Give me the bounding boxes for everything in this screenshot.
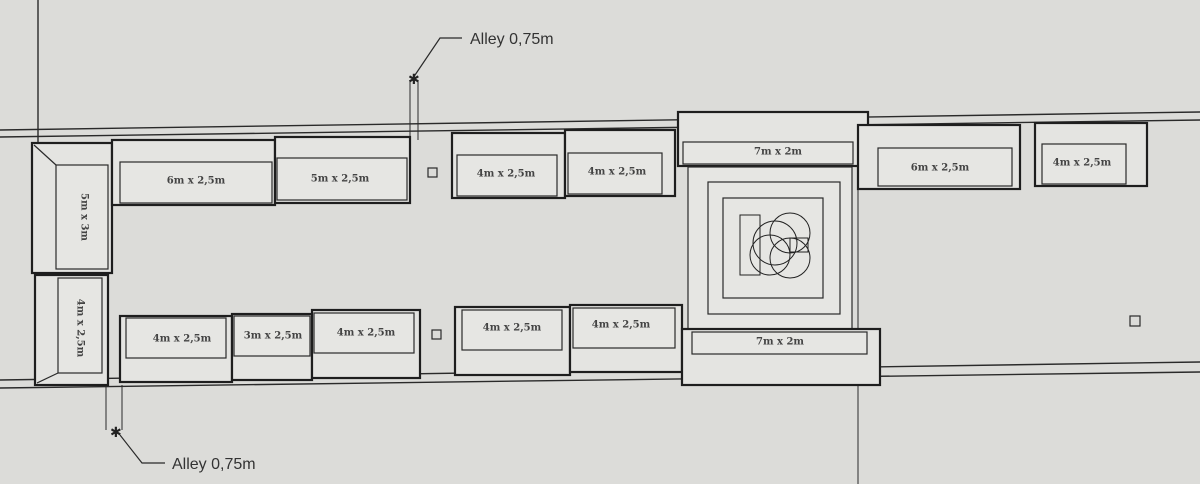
booth-label: 6m x 2,5m <box>167 176 226 187</box>
booth-label: 4m x 2,5m <box>592 320 651 331</box>
booth-label: 4m x 2,5m <box>75 299 86 358</box>
booth-left-2[interactable]: 4m x 2,5m <box>33 273 110 387</box>
stage-equipment-icon <box>739 212 811 279</box>
pillar-marker <box>427 167 438 178</box>
alley-annotation-bottom: ✱ Alley 0,75m <box>110 424 256 473</box>
booth-label: 3m x 2,5m <box>244 331 303 342</box>
booth-label: 4m x 2,5m <box>483 323 542 334</box>
booth-label: 4m x 2,5m <box>1053 158 1112 169</box>
booth-label: 6m x 2,5m <box>911 163 970 174</box>
arrow-icon: ✱ <box>408 71 420 87</box>
booth-label: 7m x 2m <box>756 337 804 348</box>
booth-bottom-5[interactable]: 4m x 2,5m <box>568 303 684 374</box>
booth-bottom-3[interactable]: 4m x 2,5m <box>310 308 422 380</box>
booth-label: 5m x 3m <box>79 193 90 241</box>
alley-label-top: Alley 0,75m <box>470 31 554 48</box>
booth-top-1[interactable]: 6m x 2,5m <box>110 138 277 207</box>
booth-top-6[interactable]: 6m x 2,5m <box>856 123 1022 191</box>
booth-bottom-2[interactable]: 3m x 2,5m <box>230 312 314 382</box>
booth-top-2[interactable]: 5m x 2,5m <box>273 135 412 205</box>
booth-label: 4m x 2,5m <box>588 167 647 178</box>
booth-left-1[interactable]: 5m x 3m <box>30 141 114 275</box>
center-stage <box>687 166 853 330</box>
booth-label: 7m x 2m <box>754 147 802 158</box>
booth-bottom-4[interactable]: 4m x 2,5m <box>453 305 572 377</box>
arrow-icon: ✱ <box>110 424 122 440</box>
booth-label: 4m x 2,5m <box>337 328 396 339</box>
alley-label-bottom: Alley 0,75m <box>172 456 256 473</box>
booth-label: 4m x 2,5m <box>153 334 212 345</box>
booth-label: 5m x 2,5m <box>311 174 370 185</box>
booth-bottom-1[interactable]: 4m x 2,5m <box>118 314 234 384</box>
booth-bottom-stage[interactable]: 7m x 2m <box>680 327 882 387</box>
booth-label: 4m x 2,5m <box>477 169 536 180</box>
pillar-marker <box>1129 315 1141 327</box>
alley-annotation-top: ✱ Alley 0,75m <box>408 31 554 87</box>
booth-top-7[interactable]: 4m x 2,5m <box>1033 121 1149 188</box>
pillar-marker <box>431 329 442 340</box>
booth-top-4[interactable]: 4m x 2,5m <box>563 128 677 198</box>
booth-top-stage[interactable]: 7m x 2m <box>676 110 870 168</box>
booth-top-3[interactable]: 4m x 2,5m <box>450 131 567 200</box>
